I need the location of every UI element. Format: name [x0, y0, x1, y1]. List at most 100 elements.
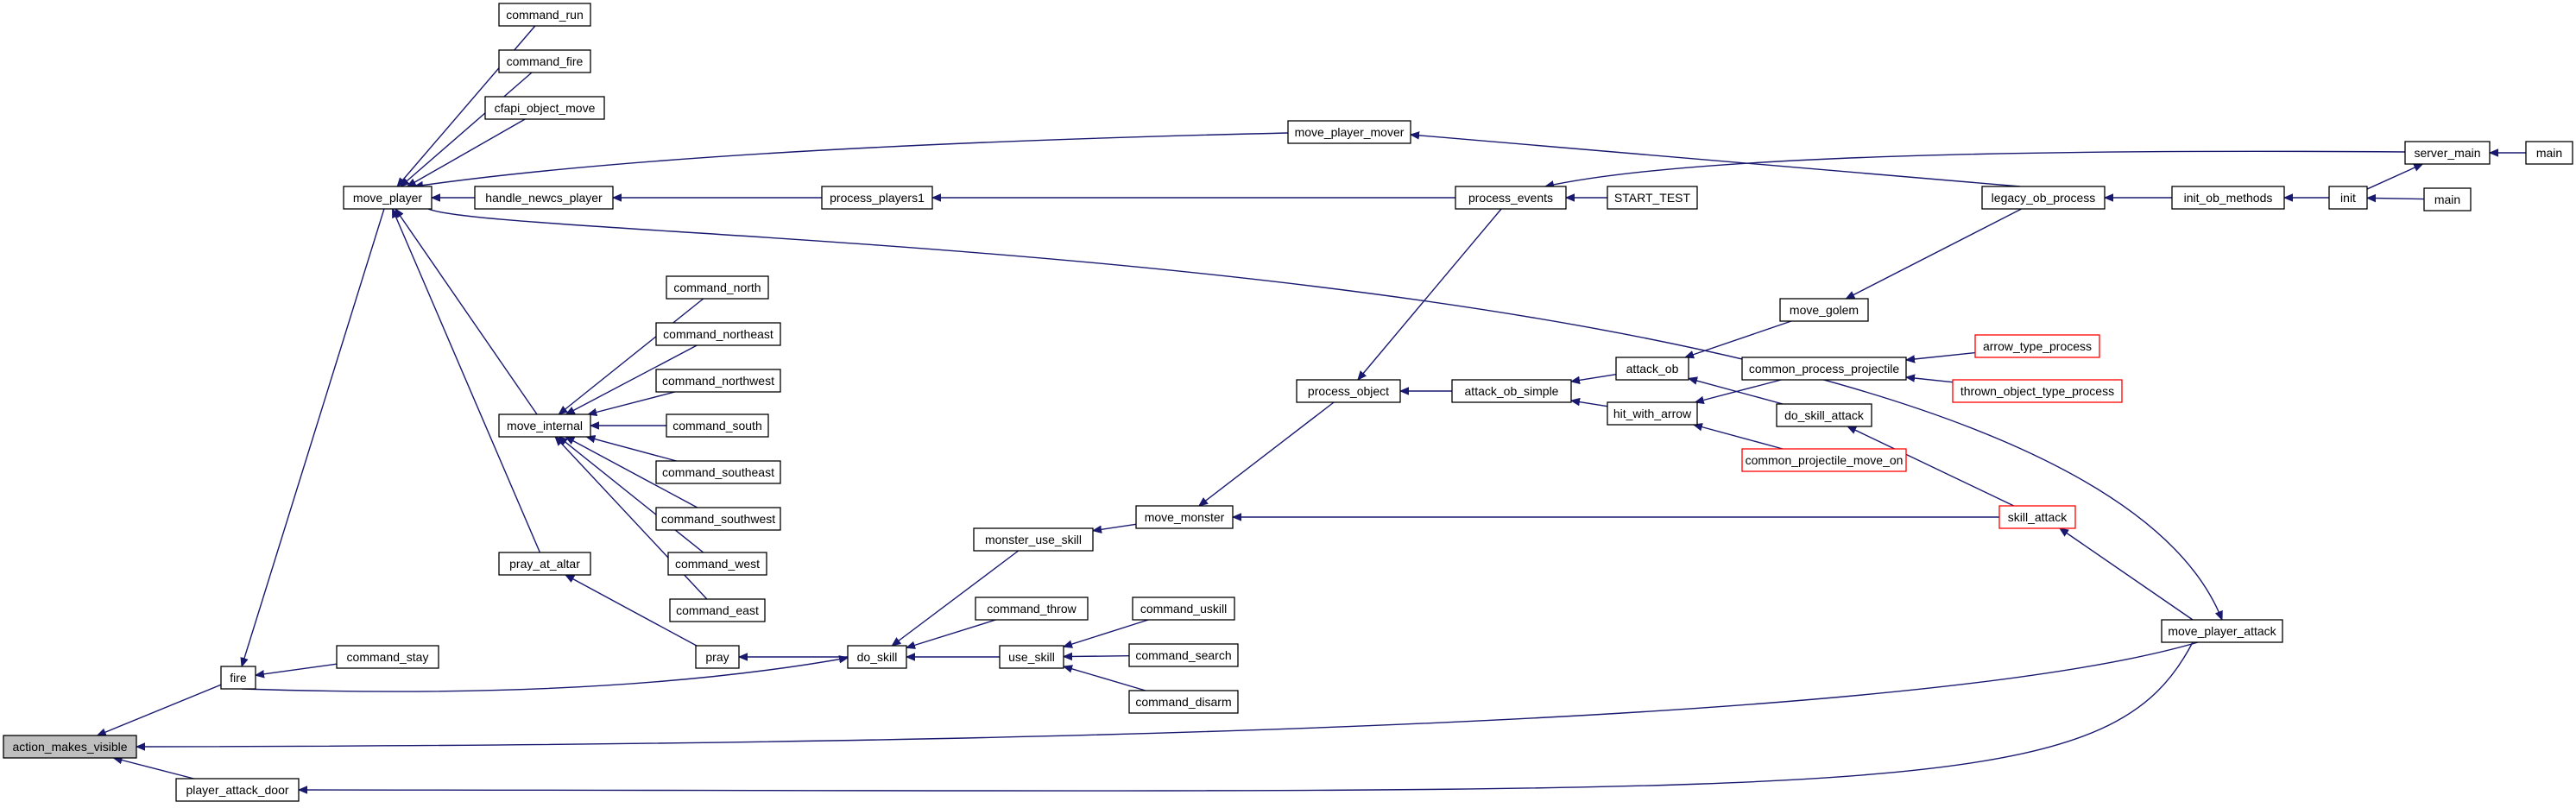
edge-command_northeast-to-move_internal: [566, 344, 698, 415]
edge-move_internal-to-move_player: [395, 209, 538, 415]
node-box: [1128, 643, 1239, 667]
node-do-skill-attack[interactable]: do_skill_attack: [1776, 403, 1872, 427]
edge-pray_at_altar-to-move_player: [391, 209, 541, 553]
node-command-west[interactable]: command_west: [667, 552, 767, 576]
node-label: main: [2434, 193, 2460, 206]
node-label: command_east: [676, 603, 759, 617]
graph-nodes: action_makes_visible fire player_attack_do…: [3, 3, 2573, 802]
node-move-internal[interactable]: move_internal: [498, 413, 591, 438]
node-handle-newcs-player[interactable]: handle_newcs_player: [474, 186, 614, 210]
node-label: do_skill: [857, 650, 898, 664]
node-init[interactable]: init: [2328, 186, 2368, 210]
edge-command_stay-to-fire: [256, 663, 338, 675]
node-label: START_TEST: [1614, 191, 1691, 205]
node-action-makes-visible: action_makes_visible: [3, 735, 137, 759]
node-attack-ob[interactable]: attack_ob: [1615, 357, 1689, 381]
edge-pray-to-pray_at_altar: [565, 574, 698, 647]
node-box: [669, 598, 766, 622]
edge-command_fire-to-move_player: [401, 72, 533, 186]
node-box: [1455, 186, 1567, 210]
edge-player_attack_door-to-action_makes_visible: [113, 758, 194, 780]
node-skill-attack[interactable]: skill_attack: [1998, 505, 2076, 529]
edge-common_process_projectile-to-hit_with_arrow: [1695, 379, 1782, 402]
node-cfapi-object-move[interactable]: cfapi_object_move: [484, 96, 605, 120]
node-command-uskill[interactable]: command_uskill: [1132, 597, 1235, 621]
node-init-ob-methods[interactable]: init_ob_methods: [2171, 186, 2285, 210]
node-command-search[interactable]: command_search: [1128, 643, 1239, 667]
node-label: command_northeast: [663, 327, 773, 341]
edge-move_player-to-fire: [242, 208, 385, 666]
node-label: command_west: [675, 557, 760, 571]
node-command-east[interactable]: command_east: [669, 598, 766, 622]
node-monster-use-skill[interactable]: monster_use_skill: [973, 527, 1094, 552]
node-box: [498, 552, 591, 576]
node-box: [847, 645, 907, 669]
node-move-monster[interactable]: move_monster: [1135, 505, 1234, 529]
node-server-main[interactable]: server_main: [2404, 141, 2491, 165]
edge-move_player_attack-to-skill_attack: [2060, 528, 2194, 621]
node-do-skill[interactable]: do_skill: [847, 645, 907, 669]
node-label: command_south: [672, 419, 762, 432]
node-label: do_skill_attack: [1784, 408, 1865, 422]
node-move-player-mover[interactable]: move_player_mover: [1287, 120, 1411, 144]
edge-legacy_ob_process-to-move_golem: [1846, 208, 2022, 300]
node-label: monster_use_skill: [985, 533, 1082, 546]
node-label: command_north: [673, 281, 761, 294]
edge-common_projectile_move_on-to-hit_with_arrow: [1694, 425, 1784, 450]
node-arrow-type-process[interactable]: arrow_type_process: [1974, 334, 2100, 358]
node-process-events[interactable]: process_events: [1455, 186, 1567, 210]
edge-command_west-to-move_internal: [559, 437, 704, 553]
node-START-TEST[interactable]: START_TEST: [1607, 186, 1698, 210]
node-label: arrow_type_process: [1983, 339, 2092, 353]
node-label: move_player_mover: [1295, 125, 1405, 139]
node-label: command_southwest: [661, 512, 775, 526]
node-use-skill[interactable]: use_skill: [999, 645, 1064, 669]
node-box: [2171, 186, 2285, 210]
node-thrown-object-type-process[interactable]: thrown_object_type_process: [1952, 379, 2123, 403]
node-label: action_makes_visible: [12, 740, 127, 754]
node-label: move_player: [353, 191, 422, 205]
node-label: move_golem: [1790, 303, 1859, 317]
node-command-disarm[interactable]: command_disarm: [1128, 690, 1239, 714]
node-legacy-ob-process[interactable]: legacy_ob_process: [1981, 186, 2106, 210]
node-attack-ob-simple[interactable]: attack_ob_simple: [1451, 379, 1572, 403]
node-box: [1981, 186, 2106, 210]
edge-skill_attack-to-do_skill_attack: [1847, 426, 2015, 507]
node-box: [655, 460, 781, 484]
node-pray[interactable]: pray: [695, 645, 740, 669]
node-move-player[interactable]: move_player: [343, 186, 432, 210]
node-command-stay[interactable]: command_stay: [336, 645, 439, 669]
node-box: [498, 49, 591, 73]
node-command-northeast[interactable]: command_northeast: [655, 322, 781, 346]
node-process-players1[interactable]: process_players1: [821, 186, 933, 210]
node-label: command_disarm: [1135, 695, 1231, 709]
node-command-throw[interactable]: command_throw: [975, 597, 1089, 621]
edge-fire-to-action_makes_visible: [98, 684, 222, 736]
node-move-golem[interactable]: move_golem: [1779, 298, 1869, 322]
node-command-run[interactable]: command_run: [498, 3, 591, 27]
node-player-attack-door[interactable]: player_attack_door: [175, 778, 300, 802]
node-label: skill_attack: [2008, 510, 2068, 524]
node-main-b[interactable]: main: [2423, 187, 2472, 211]
node-command-southeast[interactable]: command_southeast: [655, 460, 781, 484]
node-box: [220, 666, 256, 690]
node-label: attack_ob_simple: [1465, 384, 1559, 398]
edge-command_north-to-move_internal: [559, 298, 704, 414]
node-box: [2525, 141, 2573, 165]
node-common-projectile-move-on[interactable]: common_projectile_move_on: [1741, 448, 1907, 472]
node-command-fire[interactable]: command_fire: [498, 49, 591, 73]
node-label: fire: [230, 671, 247, 685]
node-box: [666, 413, 769, 438]
node-command-south[interactable]: command_south: [666, 413, 769, 438]
node-process-object[interactable]: process_object: [1296, 379, 1401, 403]
node-command-north[interactable]: command_north: [666, 275, 769, 300]
node-pray-at-altar[interactable]: pray_at_altar: [498, 552, 591, 576]
node-box: [1287, 120, 1411, 144]
node-fire[interactable]: fire: [220, 666, 256, 690]
node-command-southwest[interactable]: command_southwest: [655, 507, 781, 531]
node-command-northwest[interactable]: command_northwest: [655, 369, 781, 393]
node-common-process-projectile[interactable]: common_process_projectile: [1741, 357, 1907, 381]
node-move-player-attack[interactable]: move_player_attack: [2161, 619, 2283, 643]
node-main-a[interactable]: main: [2525, 141, 2573, 165]
node-hit-with-arrow[interactable]: hit_with_arrow: [1607, 401, 1698, 426]
